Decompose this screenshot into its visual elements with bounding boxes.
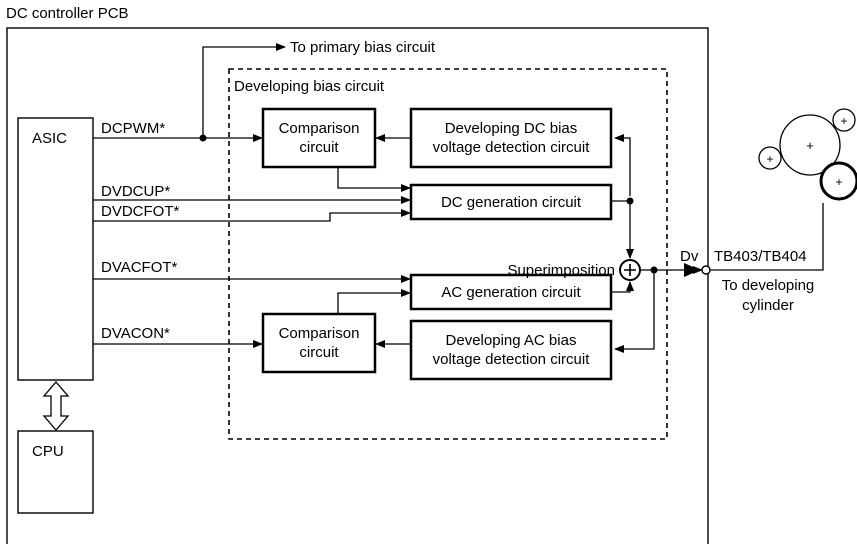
- dv-arrowhead: [684, 263, 700, 277]
- top-roller-plus: +: [840, 114, 847, 128]
- ac-detect-line1: Developing AC bias: [446, 332, 577, 349]
- left-roller-plus: +: [766, 152, 773, 166]
- dc-gen-label: DC generation circuit: [441, 194, 582, 211]
- signal-dvacon: DVACON*: [101, 325, 170, 342]
- to-cylinder-line2: cylinder: [742, 297, 794, 314]
- terminal-label: TB403/TB404: [714, 248, 807, 265]
- ac-bias-detection-circuit: [409, 319, 613, 381]
- dcgen-junction: [626, 197, 634, 205]
- cpu-block: [17, 430, 94, 514]
- dc-feedback-wire: [614, 134, 631, 196]
- comparison-circuit-top: [261, 107, 377, 169]
- asic-cpu-bus-arrow: [42, 381, 70, 431]
- dcgen-to-sum-wire: [611, 200, 634, 259]
- dc-generation-circuit: [409, 183, 613, 221]
- developing-cylinder-plus: +: [835, 175, 842, 189]
- top-roller: [832, 108, 856, 132]
- signal-dvacfot: DVACFOT*: [101, 259, 178, 276]
- asic-label: ASIC: [32, 130, 67, 147]
- developing-cylinder: [819, 161, 857, 201]
- pcb-title: DC controller PCB: [6, 5, 129, 22]
- dc-bias-detection-circuit: [409, 107, 613, 169]
- ac-generation-circuit: [409, 273, 613, 311]
- primary-bias-wire: [202, 43, 286, 138]
- developing-bias-area: [228, 68, 668, 440]
- comparison-circuit-bottom: [261, 312, 377, 374]
- signal-dvdcup: DVDCUP*: [101, 183, 170, 200]
- comparison-bottom-line1: Comparison: [279, 325, 360, 342]
- comparison-top-line2: circuit: [299, 139, 339, 156]
- comparison-to-acgen-wire: [337, 289, 411, 314]
- dc-detect-line1: Developing DC bias: [445, 120, 578, 137]
- dc-detect-line2: voltage detection circuit: [433, 139, 591, 156]
- comparison-to-dcgen-wire: [337, 167, 411, 192]
- left-roller: [758, 146, 782, 170]
- ac-feedback-wire: [614, 270, 655, 353]
- to-cylinder-line1: To developing: [722, 277, 815, 294]
- asic-block: [17, 117, 94, 381]
- pcb-outline: [6, 27, 709, 544]
- superimposition-label: Superimposition: [507, 262, 615, 279]
- comparison-bottom-line2: circuit: [299, 344, 339, 361]
- superimposition-plus-icon: [624, 264, 636, 276]
- developing-bias-title: Developing bias circuit: [234, 78, 385, 95]
- signal-dvdcfot: DVDCFOT*: [101, 203, 179, 220]
- cpu-label: CPU: [32, 443, 64, 460]
- acgen-to-sum-wire: [611, 281, 634, 293]
- drum-roller: [779, 114, 841, 176]
- terminal-connector: [701, 265, 711, 275]
- primary-bias-label: To primary bias circuit: [290, 39, 436, 56]
- ac-gen-label: AC generation circuit: [441, 284, 581, 301]
- comparison-top-line1: Comparison: [279, 120, 360, 137]
- dv-label: Dv: [680, 248, 699, 265]
- dvdcfot-wire: [93, 209, 411, 222]
- drum-roller-plus: +: [806, 138, 814, 153]
- ac-detect-line2: voltage detection circuit: [433, 351, 591, 368]
- signal-dcpwm: DCPWM*: [101, 120, 165, 137]
- terminal-wire: [710, 203, 824, 271]
